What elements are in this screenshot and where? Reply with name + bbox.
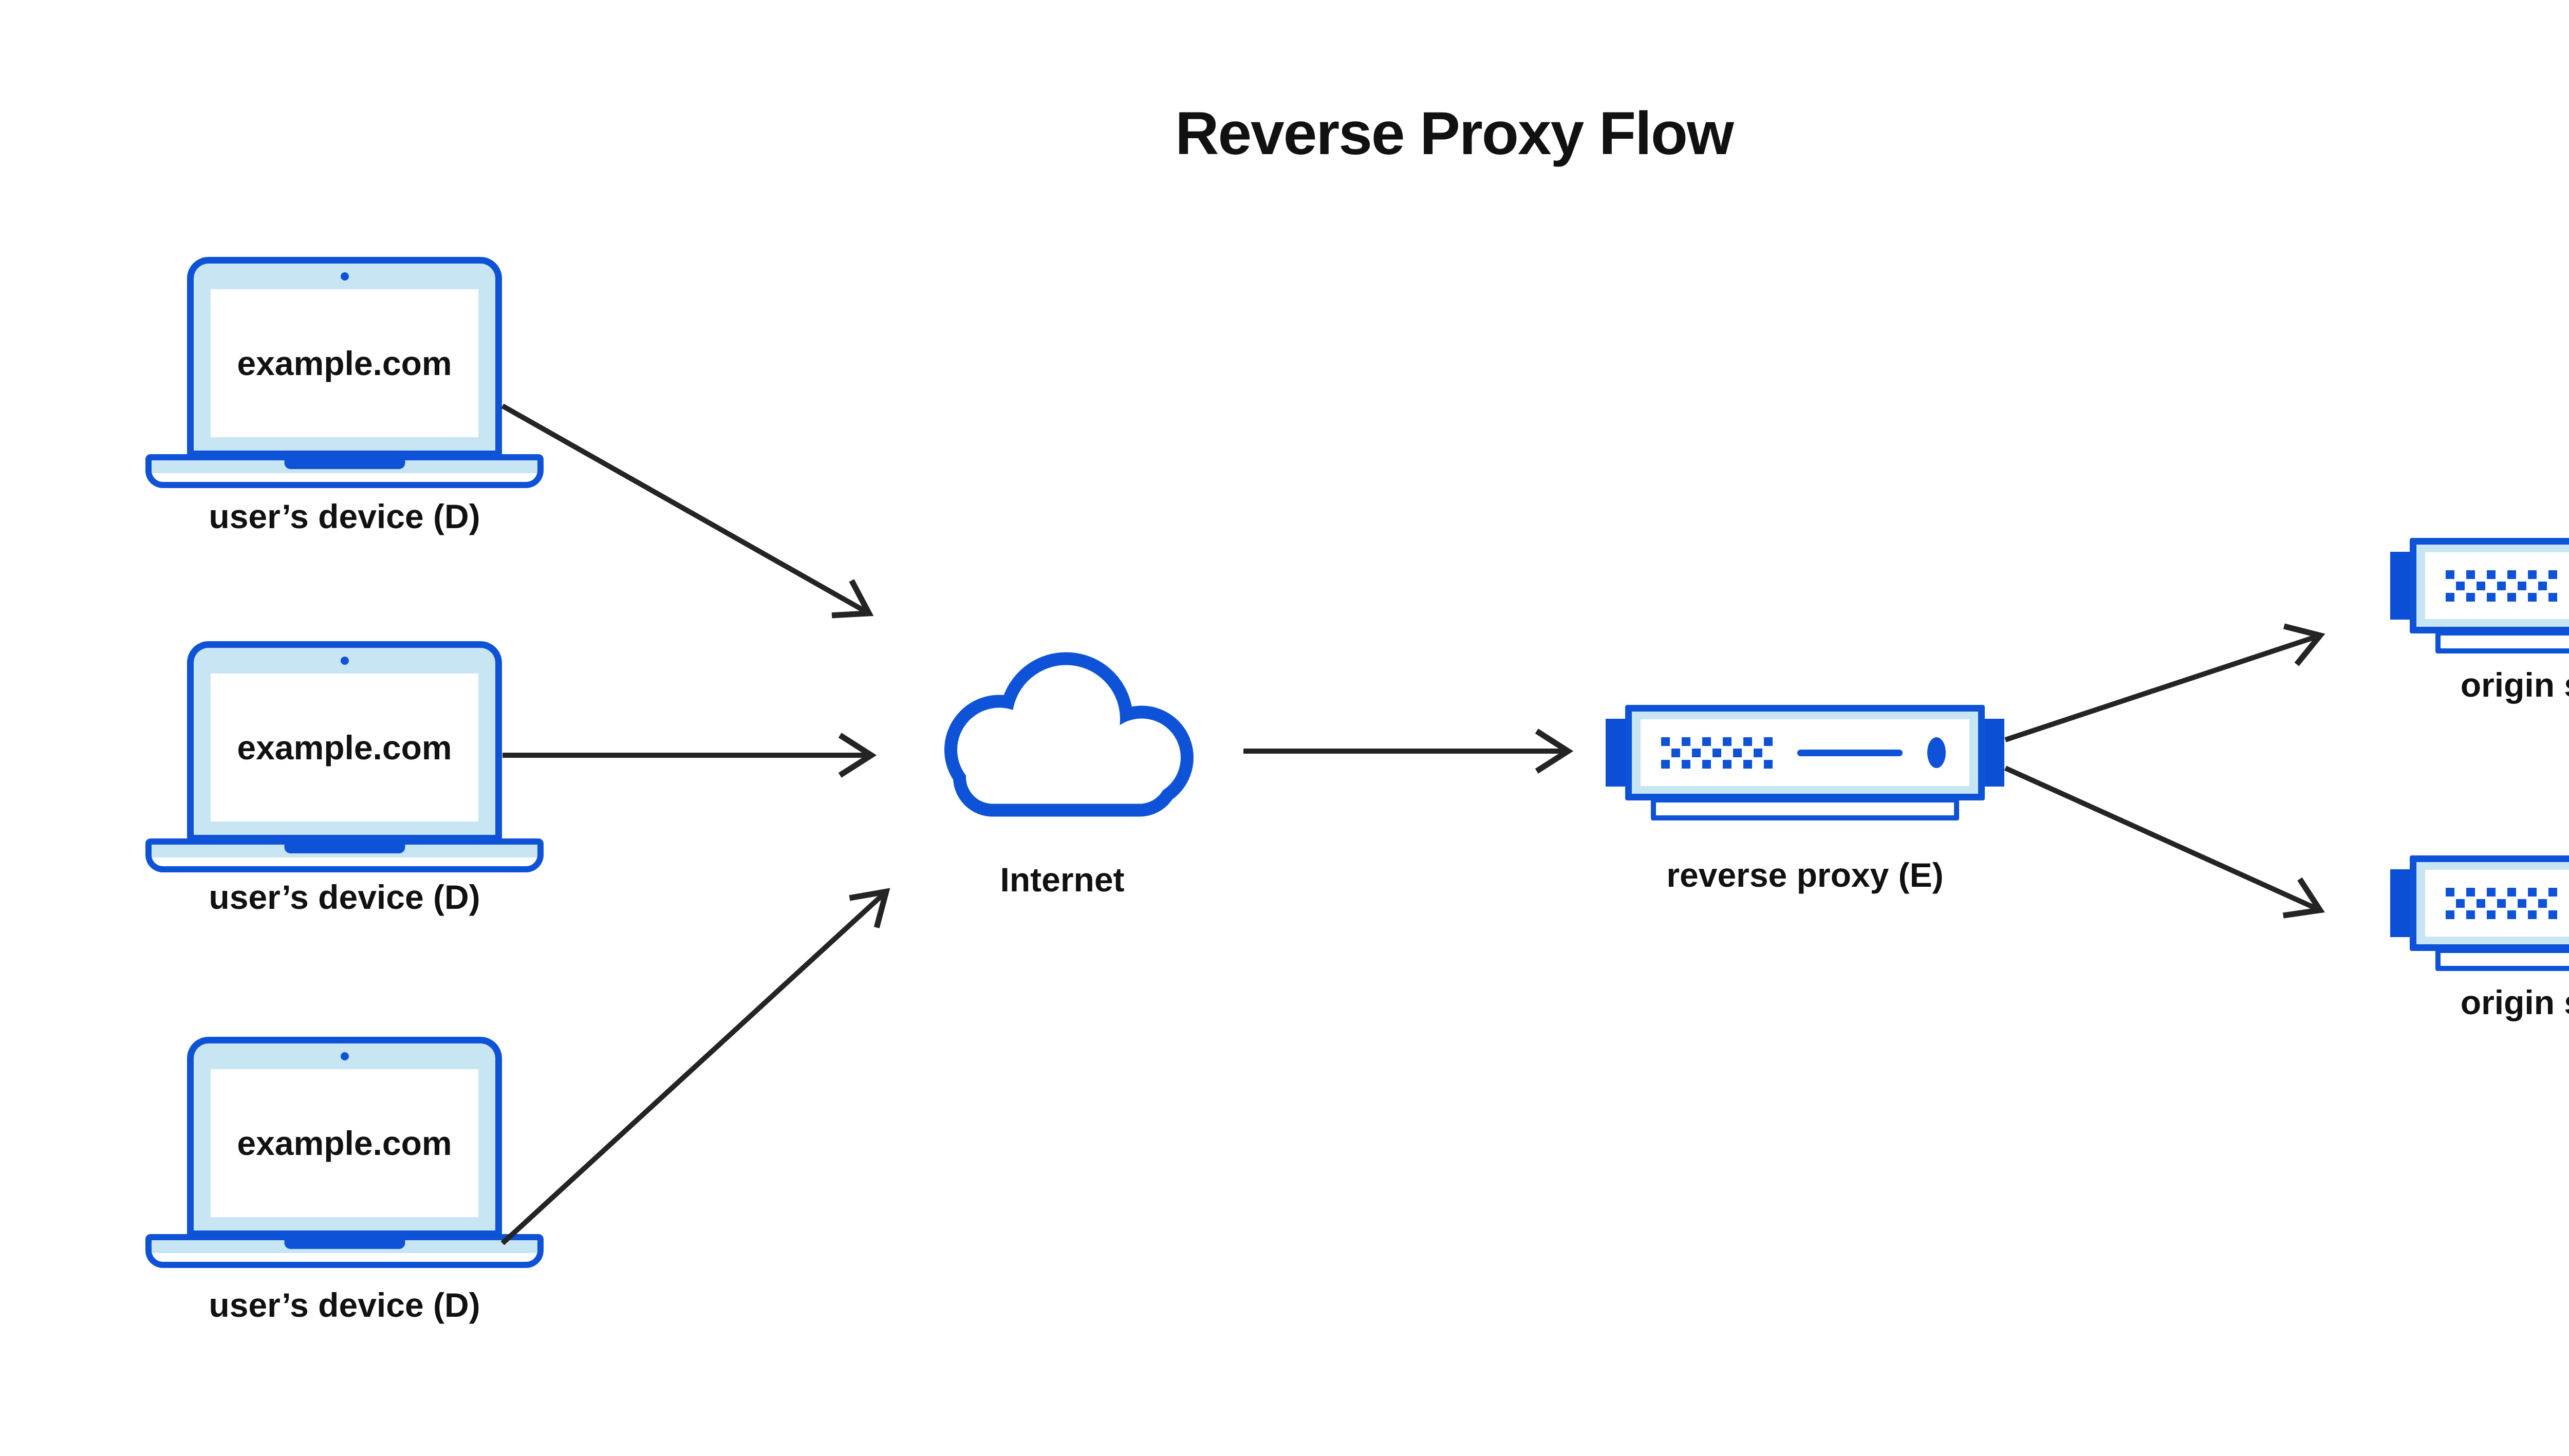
arrow-device-3-to-internet xyxy=(500,888,890,1245)
server-tray xyxy=(2435,630,2569,654)
laptop-screen: example.com xyxy=(211,674,478,822)
server-icon-origin-2 xyxy=(2390,855,2569,973)
server-front-panel xyxy=(2425,870,2569,937)
laptop-notch xyxy=(284,1240,405,1249)
laptop-base xyxy=(145,1234,544,1268)
server-tray xyxy=(1651,797,1959,820)
arrow-reverse-proxy-to-origin-1 xyxy=(2004,623,2325,742)
internet-label: Internet xyxy=(1000,861,1125,899)
cloud-icon xyxy=(944,652,1194,817)
power-led-icon xyxy=(1927,737,1946,768)
server-tray xyxy=(2435,948,2569,971)
server-icon-origin-1 xyxy=(2390,538,2569,655)
reverse-proxy-label: reverse proxy (E) xyxy=(1666,856,1944,894)
laptop-notch xyxy=(284,845,405,853)
origin-server-2-label: origin server (F) xyxy=(2460,983,2569,1021)
device-1-label: user’s device (D) xyxy=(209,497,480,535)
origin-server-1-label: origin server (F) xyxy=(2460,666,2569,704)
webcam-dot-icon xyxy=(340,1052,349,1060)
vent-dots-icon xyxy=(2446,570,2557,602)
laptop-lid: example.com xyxy=(187,1037,502,1237)
laptop-icon-device-3: example.com xyxy=(145,1037,544,1268)
screen-url: example.com xyxy=(237,1124,452,1162)
laptop-base xyxy=(145,454,544,488)
server-left-tab xyxy=(1606,719,1626,787)
vent-dots-icon xyxy=(1661,737,1773,769)
server-left-tab xyxy=(2390,869,2411,937)
laptop-notch xyxy=(284,460,405,469)
screen-url: example.com xyxy=(237,344,452,382)
drive-slot-line xyxy=(1797,749,1903,756)
server-body xyxy=(1625,705,1985,800)
server-body xyxy=(2410,538,2569,633)
server-right-tab xyxy=(1984,719,2004,787)
server-left-tab xyxy=(2390,552,2411,620)
webcam-dot-icon xyxy=(340,657,349,665)
server-front-panel xyxy=(1641,719,1969,786)
webcam-dot-icon xyxy=(340,272,349,281)
laptop-lid: example.com xyxy=(187,257,502,457)
arrow-reverse-proxy-to-origin-2 xyxy=(2004,766,2325,919)
screen-url: example.com xyxy=(237,729,452,767)
laptop-icon-device-2: example.com xyxy=(145,641,544,872)
laptop-screen: example.com xyxy=(211,1069,478,1217)
laptop-base xyxy=(145,838,544,872)
vent-dots-icon xyxy=(2446,887,2557,919)
server-body xyxy=(2410,855,2569,951)
server-icon-reverse-proxy xyxy=(1606,705,2004,822)
device-3-label: user’s device (D) xyxy=(209,1286,480,1324)
server-front-panel xyxy=(2425,552,2569,619)
laptop-lid: example.com xyxy=(187,641,502,842)
laptop-screen: example.com xyxy=(211,289,478,437)
arrow-device-1-to-internet xyxy=(501,403,874,619)
laptop-icon-device-1: example.com xyxy=(145,257,544,488)
page-title: Reverse Proxy Flow xyxy=(1175,100,1734,167)
device-2-label: user’s device (D) xyxy=(209,878,480,916)
